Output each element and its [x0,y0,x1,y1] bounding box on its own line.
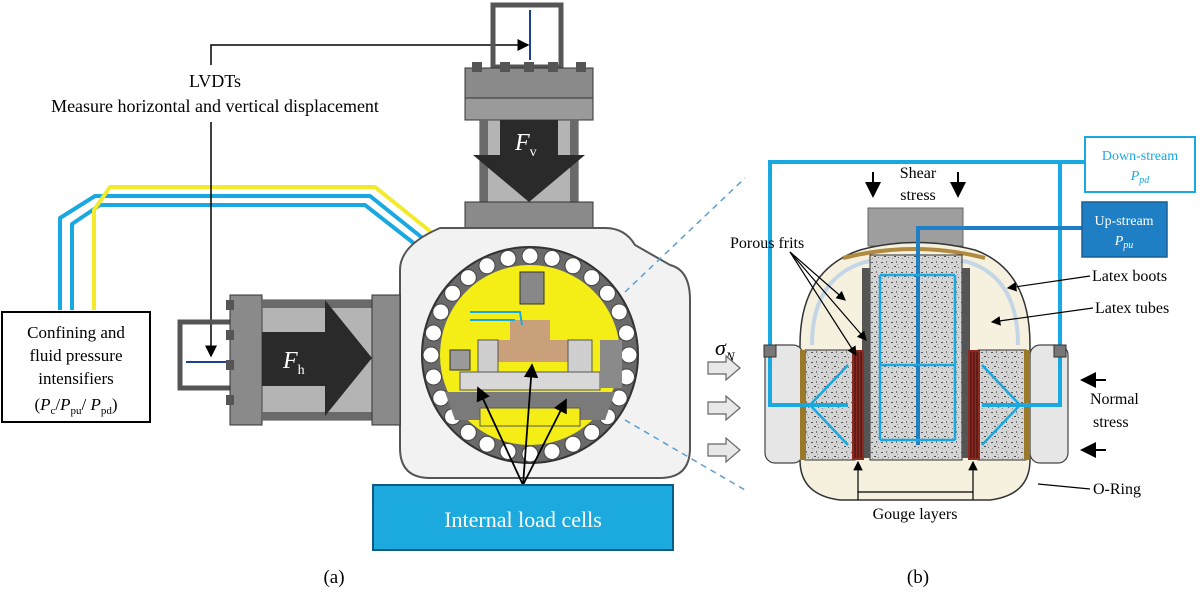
bearing-ball [425,368,442,386]
downstream-box [1084,136,1196,193]
bearing-ball [564,257,582,275]
o-ring-label: O-Ring [1093,481,1141,498]
bearing-ball [499,250,517,267]
load-cell-pointers [476,363,567,486]
bearing-ball [521,247,539,265]
lvdt-arrow-vertical [210,39,530,65]
intensifier-line3: intensifiers [38,369,114,388]
bearing-ball [583,269,601,287]
vertical-piston [464,2,594,231]
o-ring-pointer [1037,483,1091,490]
normal-line1: Normal [1090,391,1139,408]
bearing-ball [618,324,635,342]
zoom-line-bottom [624,419,746,491]
downstream-label: Down-stream [1102,149,1178,164]
gouge-layers-label: Gouge layers [873,506,958,523]
fluid-line-2 [70,203,427,310]
bearing-ball [422,346,440,364]
bearing-ball [444,284,462,302]
normal-line2: stress [1093,414,1129,431]
latex-tubes-pointer [990,307,1094,326]
bearing-ball [425,324,442,342]
shear-line1: Shear [900,165,937,182]
pressure-lines [58,185,438,310]
intensifier-line2: fluid pressure [29,346,122,365]
load-cells-banner [372,484,674,551]
lvdt-title: LVDTs [189,71,241,91]
upstream-box [1081,201,1168,258]
top-seal [842,247,986,260]
confining-line [92,185,438,310]
force-h-label: Fh [282,348,305,378]
caption-b: (b) [907,567,929,588]
latex-boots-pointer [1006,275,1091,292]
zoom-line-top [624,177,746,293]
lvdt-description: Measure horizontal and vertical displace… [51,96,379,116]
gouge-bracket [857,491,974,500]
upstream-label: Up-stream [1094,214,1153,229]
gouge-hatching [854,352,978,458]
load-cells-label: Internal load cells [444,507,602,532]
bearing-ball [620,346,638,364]
bearing-ball [543,443,561,460]
bearing-ball [598,284,616,302]
intensifier-line1: Confining and [27,323,125,342]
bearing-ball [564,435,582,453]
panel-a: Confining and fluid pressure intensifier… [1,2,746,588]
bearing-ball [432,303,450,321]
downstream-pressure: Ppd [1130,169,1151,186]
normal-stress-arrows-left [707,354,741,464]
caption-a: (a) [323,567,344,588]
latex-boots-label: Latex boots [1092,268,1167,285]
intensifier-pressures: (Pc/Ppu/ Ppd) [34,395,117,417]
shear-line2: stress [900,187,936,204]
bearing-ball [459,423,477,441]
porous-frits-pointers [789,251,867,357]
horizontal-piston [177,294,401,426]
bearing-ball [478,257,496,275]
bearing-ball [459,269,477,287]
force-v-label: Fv [514,130,537,160]
bearing-ball [610,303,628,321]
upstream-pressure: Ppu [1114,234,1134,251]
sigma-n-label: σN [715,335,736,364]
panel-b: σN [707,136,1196,588]
latex-tubes-label: Latex tubes [1095,300,1169,317]
intensifier-box [1,311,151,423]
fluid-lines-b [768,160,1085,446]
bearing-ball [478,435,496,453]
fluid-line-1 [58,194,432,310]
bearing-ball [583,423,601,441]
porous-frits-label: Porous frits [730,235,804,252]
bearing-ball [543,250,561,267]
